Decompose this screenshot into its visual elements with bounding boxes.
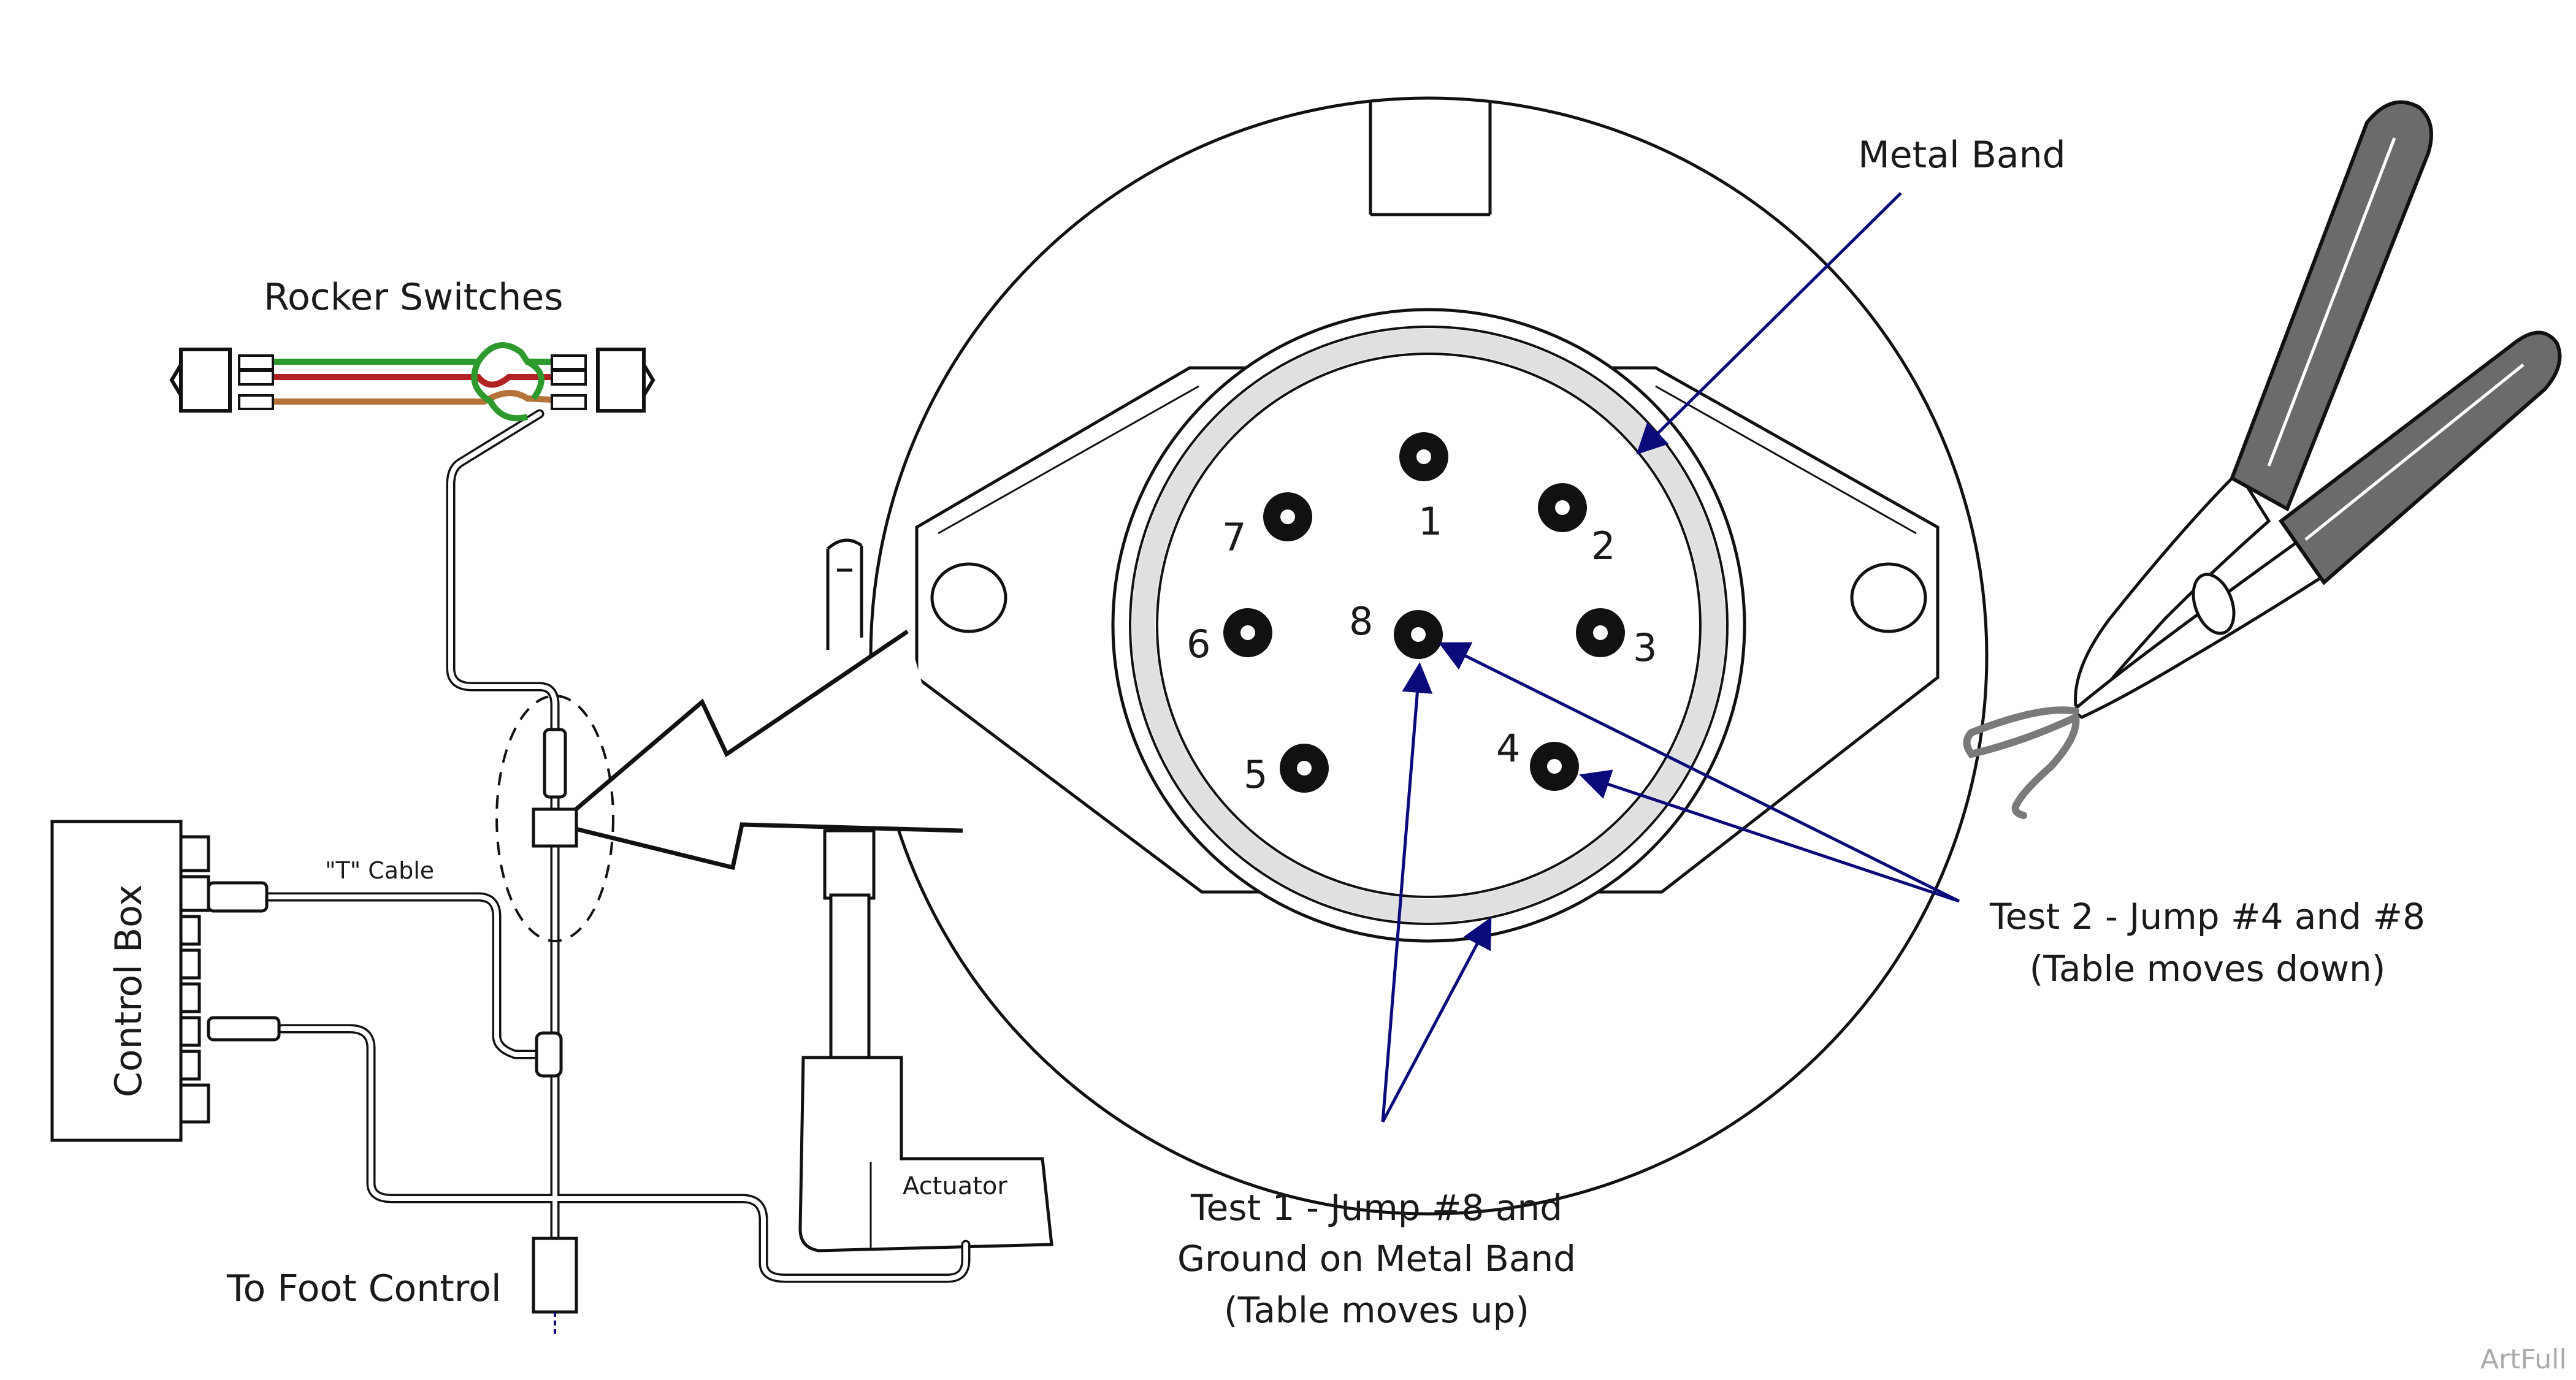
actuator-label: Actuator xyxy=(903,1172,1007,1200)
test1-line2: Ground on Metal Band xyxy=(1177,1238,1576,1279)
pin-label-5: 5 xyxy=(1244,752,1267,797)
t-junction xyxy=(535,1031,563,1078)
cable-connectors xyxy=(207,728,578,1314)
plier-grip-lower xyxy=(2278,330,2562,585)
rocker-switch-right xyxy=(596,348,646,413)
actuator-cable-plug xyxy=(532,807,578,848)
wire-green xyxy=(242,342,586,365)
pin-5 xyxy=(1280,744,1329,793)
pin-3 xyxy=(1576,608,1625,657)
pin-label-1: 1 xyxy=(1418,499,1442,544)
actuator-rod xyxy=(829,893,871,1059)
pliers xyxy=(1963,100,2562,819)
actuator-clevis xyxy=(826,538,863,650)
pin-7 xyxy=(1263,492,1312,541)
actuator-rod-top xyxy=(823,829,876,900)
t-cable-label: "T" Cable xyxy=(325,857,434,884)
connector-pins xyxy=(1223,432,1625,793)
foot-control-plug xyxy=(532,1237,578,1314)
pin-label-2: 2 xyxy=(1591,524,1615,568)
connector-top-tab xyxy=(1369,101,1492,216)
pin-4 xyxy=(1530,742,1579,791)
metal-band-label: Metal Band xyxy=(1858,134,2066,177)
control-box-body xyxy=(50,820,183,1142)
connector-highlight-ring xyxy=(495,695,614,942)
to-foot-control-label: To Foot Control xyxy=(226,1267,502,1310)
test1-line1: Test 1 - Jump #8 and xyxy=(1190,1187,1562,1229)
jumper-wire xyxy=(1963,706,2080,819)
test2-line1: Test 2 - Jump #4 and #8 xyxy=(1989,896,2425,937)
arrow-test2-pin4 xyxy=(1579,769,1960,903)
watermark: ArtFull xyxy=(2480,1344,2567,1375)
pin-label-8: 8 xyxy=(1349,599,1373,644)
foot-cable-plug xyxy=(207,1016,281,1042)
pin-label-3: 3 xyxy=(1633,625,1657,670)
t-cable-plug xyxy=(207,881,269,913)
pin-6 xyxy=(1223,608,1272,657)
rocker-switches-label: Rocker Switches xyxy=(264,276,564,319)
arrow-metal-band xyxy=(1636,192,1902,455)
mounting-hole-left xyxy=(930,562,1007,633)
mounting-hole-right xyxy=(1850,562,1927,633)
pin-8 xyxy=(1394,610,1443,659)
pin-label-7: 7 xyxy=(1222,515,1246,560)
metal-band xyxy=(1132,329,1726,922)
plier-pivot xyxy=(2192,573,2236,635)
pin-1 xyxy=(1399,432,1448,481)
test1-line3: (Table moves up) xyxy=(1224,1289,1529,1331)
control-box-label: Control Box xyxy=(107,885,150,1098)
pin-2 xyxy=(1538,483,1587,532)
actuator xyxy=(798,538,1053,1252)
arrow-test1-band xyxy=(1381,917,1492,1123)
pin-label-4: 4 xyxy=(1496,726,1520,771)
control-box xyxy=(50,820,210,1142)
rocker-switches xyxy=(169,342,655,422)
test2-line2: (Table moves down) xyxy=(2030,948,2386,989)
wire-red xyxy=(242,374,586,388)
actuator-body xyxy=(798,1056,1053,1252)
leader-arrows xyxy=(1381,192,1960,1123)
cables xyxy=(259,409,971,1283)
upper-inline-plug xyxy=(543,728,567,799)
pin-labels: 1 2 3 4 5 6 7 8 xyxy=(1187,499,1657,797)
rocker-switch-left xyxy=(179,348,232,413)
pin-label-6: 6 xyxy=(1187,622,1210,666)
arrow-test1-pin8 xyxy=(1381,662,1433,1123)
arrow-test2-pin8 xyxy=(1438,642,1960,903)
